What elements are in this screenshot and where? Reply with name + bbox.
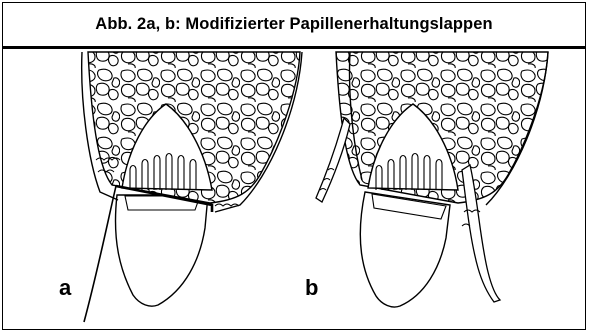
panel-b-drawing bbox=[316, 52, 548, 307]
panel-label-b: b bbox=[305, 275, 318, 301]
panel-label-a: a bbox=[59, 275, 71, 301]
panel-a-drawing bbox=[82, 52, 302, 322]
